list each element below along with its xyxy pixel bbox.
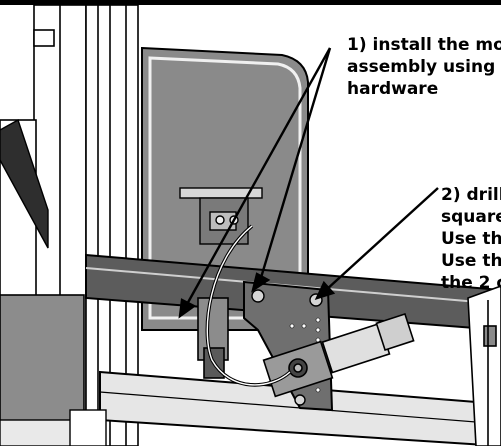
wiper-motor <box>262 313 415 398</box>
callout-2-line-1: 2) drill <box>441 185 501 205</box>
lower-clip <box>197 297 229 379</box>
top-frame-line <box>0 0 501 5</box>
callout-2-line-2: square <box>441 207 501 227</box>
callout-1-line-1: 1) install the mo <box>347 35 501 55</box>
callout-2-line-3: Use the <box>441 229 501 249</box>
callout-1-leaders <box>178 47 332 319</box>
callout-1-line-3: hardware <box>347 79 439 99</box>
right-upright <box>467 285 501 446</box>
callout-2-line-4: Use the <box>441 251 501 271</box>
callout-step-2: 2) drill square Use the Use the the 2 c <box>441 184 501 294</box>
floor-plates <box>0 409 107 446</box>
callout-2-leader <box>314 187 439 300</box>
bolt-lower-right <box>294 394 306 406</box>
callout-2-line-5: the 2 c <box>441 273 501 293</box>
callout-step-1: 1) install the mo assembly using hardwar… <box>347 34 501 100</box>
bolt-upper-left <box>251 289 265 303</box>
callout-1-line-2: assembly using <box>347 57 496 77</box>
upper-plate-highlight <box>148 56 302 320</box>
left-diagonal-brace <box>0 118 49 249</box>
